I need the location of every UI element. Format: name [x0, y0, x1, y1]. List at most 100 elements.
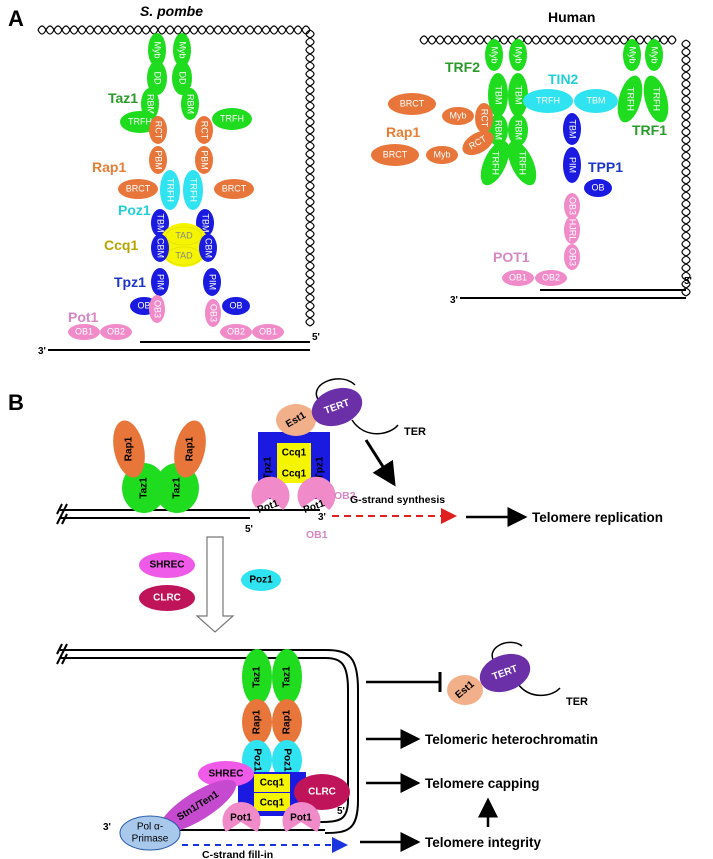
svg-text:Taz1: Taz1 — [282, 666, 293, 688]
human-tin2-label: TIN2 — [548, 71, 579, 87]
svg-text:TBM: TBM — [568, 120, 578, 139]
pombe-taz1-label: Taz1 — [108, 90, 138, 106]
svg-text:Tpz1: Tpz1 — [315, 456, 326, 479]
bottom-5-end: 5' — [337, 806, 345, 817]
human-trf1-label: TRF1 — [632, 122, 667, 138]
human-pot1-label: POT1 — [493, 249, 530, 265]
top-ob2-label: OB2 — [334, 490, 356, 502]
svg-text:BRCT: BRCT — [400, 98, 425, 108]
svg-text:Taz1: Taz1 — [139, 477, 150, 499]
svg-text:TRFH: TRFH — [652, 87, 662, 111]
svg-text:BRCT: BRCT — [383, 149, 408, 159]
svg-text:SHREC: SHREC — [208, 769, 243, 780]
svg-text:SHREC: SHREC — [149, 560, 184, 571]
svg-text:Myb: Myb — [490, 46, 500, 63]
svg-text:Myb: Myb — [433, 149, 450, 159]
svg-text:BRCT: BRCT — [126, 183, 151, 193]
top-dna — [56, 503, 320, 525]
svg-text:Myb: Myb — [514, 46, 524, 63]
top-rap1-taz1: Taz1 Taz1 Rap1 Rap1 — [113, 420, 206, 513]
svg-text:Myb: Myb — [650, 46, 660, 63]
svg-text:CBM: CBM — [156, 238, 166, 258]
top-ter-label: TER — [404, 426, 426, 438]
svg-text:TAD: TAD — [175, 230, 193, 240]
svg-text:Pol α-: Pol α- — [137, 822, 163, 833]
svg-text:RBM: RBM — [146, 94, 156, 114]
top-3-end: 3' — [318, 512, 326, 523]
svg-text:DD: DD — [153, 72, 163, 85]
bottom-ter-label: TER — [566, 696, 588, 708]
panel-b-letter: B — [8, 390, 24, 415]
outcome-capping: Telomere capping — [425, 776, 540, 791]
svg-text:OB2: OB2 — [542, 272, 560, 282]
svg-text:HJRL: HJRL — [568, 219, 578, 242]
svg-text:PBM: PBM — [154, 150, 164, 170]
svg-text:PBM: PBM — [200, 150, 210, 170]
svg-text:RBM: RBM — [514, 120, 524, 140]
svg-text:OB: OB — [229, 300, 242, 310]
g-strand-label: G-strand synthesis — [350, 494, 445, 506]
svg-text:RBM: RBM — [186, 94, 196, 114]
svg-text:OB2: OB2 — [227, 326, 245, 336]
svg-text:PIM: PIM — [208, 274, 218, 290]
pombe-title: S. pombe — [140, 3, 203, 19]
outcome-replication: Telomere replication — [532, 510, 663, 525]
c-strand-label: C-strand fill-in — [202, 849, 273, 859]
bottom-shelterin: Taz1 Taz1 Rap1 Rap1 Poz1 Poz1 Ccq1 Ccq1 … — [119, 649, 350, 851]
pombe-pot1-label: Pot1 — [68, 309, 99, 325]
top-ob1-label: OB1 — [306, 529, 328, 541]
svg-text:TRFH: TRFH — [166, 178, 176, 202]
human-3-end: 3' — [450, 295, 458, 306]
svg-text:Pot1: Pot1 — [290, 813, 312, 824]
human-complex: Myb Myb TBM TBM RBM RBM TRFH TRFH Myb My… — [371, 39, 669, 286]
svg-text:CLRC: CLRC — [153, 593, 181, 604]
svg-text:Myb: Myb — [153, 41, 163, 58]
pombe-complex: Myb DD Myb DD RBM RBM TRFH TRFH RCT RCT … — [68, 33, 284, 340]
svg-text:Poz1: Poz1 — [249, 575, 273, 586]
outcome-integrity: Telomere integrity — [425, 835, 542, 850]
svg-text:TBM: TBM — [587, 95, 606, 105]
svg-text:OB3: OB3 — [568, 248, 578, 266]
middle-factors: SHREC CLRC Poz1 — [139, 536, 281, 633]
svg-text:TRFH: TRFH — [491, 151, 501, 175]
svg-text:RCT: RCT — [154, 121, 164, 140]
bottom-3-end: 3' — [103, 822, 111, 833]
bottom-telomerase: Est1 TERT — [447, 641, 561, 705]
top-ter-arrow — [364, 439, 396, 487]
svg-text:TAD: TAD — [175, 250, 193, 260]
svg-text:Taz1: Taz1 — [172, 477, 183, 499]
svg-text:Myb: Myb — [449, 110, 466, 120]
svg-text:TRFH: TRFH — [626, 87, 636, 111]
svg-text:Rap1: Rap1 — [185, 436, 196, 461]
svg-text:DD: DD — [178, 72, 188, 85]
svg-text:TRFH: TRFH — [189, 178, 199, 202]
svg-text:CLRC: CLRC — [308, 787, 336, 798]
svg-text:Primase: Primase — [132, 834, 169, 845]
top-5-end: 5' — [245, 524, 253, 535]
svg-text:OB1: OB1 — [75, 326, 93, 336]
svg-text:TRFH: TRFH — [536, 95, 560, 105]
pombe-ccq1-label: Ccq1 — [104, 237, 138, 253]
svg-text:Tpz1: Tpz1 — [263, 456, 274, 479]
svg-text:TBM: TBM — [156, 214, 166, 233]
svg-text:PIM: PIM — [568, 157, 578, 173]
svg-text:Ccq1: Ccq1 — [282, 448, 307, 459]
svg-text:Rap1: Rap1 — [124, 436, 135, 461]
human-title: Human — [548, 9, 595, 25]
svg-text:TBM: TBM — [201, 214, 211, 233]
pombe-3-end: 3' — [38, 346, 46, 357]
svg-text:Rap1: Rap1 — [282, 709, 293, 734]
pombe-rap1-label: Rap1 — [92, 159, 126, 175]
svg-text:Rap1: Rap1 — [252, 709, 263, 734]
human-trf2-label: TRF2 — [445, 59, 480, 75]
svg-text:TRFH: TRFH — [128, 116, 152, 126]
svg-text:Myb: Myb — [628, 46, 638, 63]
svg-text:OB3: OB3 — [568, 197, 578, 215]
svg-text:Ccq1: Ccq1 — [260, 778, 285, 789]
svg-text:OB3: OB3 — [153, 300, 163, 318]
svg-text:Ccq1: Ccq1 — [260, 798, 285, 809]
svg-text:Pot1: Pot1 — [230, 813, 252, 824]
svg-text:TBM: TBM — [514, 86, 524, 105]
svg-text:PIM: PIM — [156, 274, 166, 290]
pombe-poz1-label: Poz1 — [118, 202, 151, 218]
